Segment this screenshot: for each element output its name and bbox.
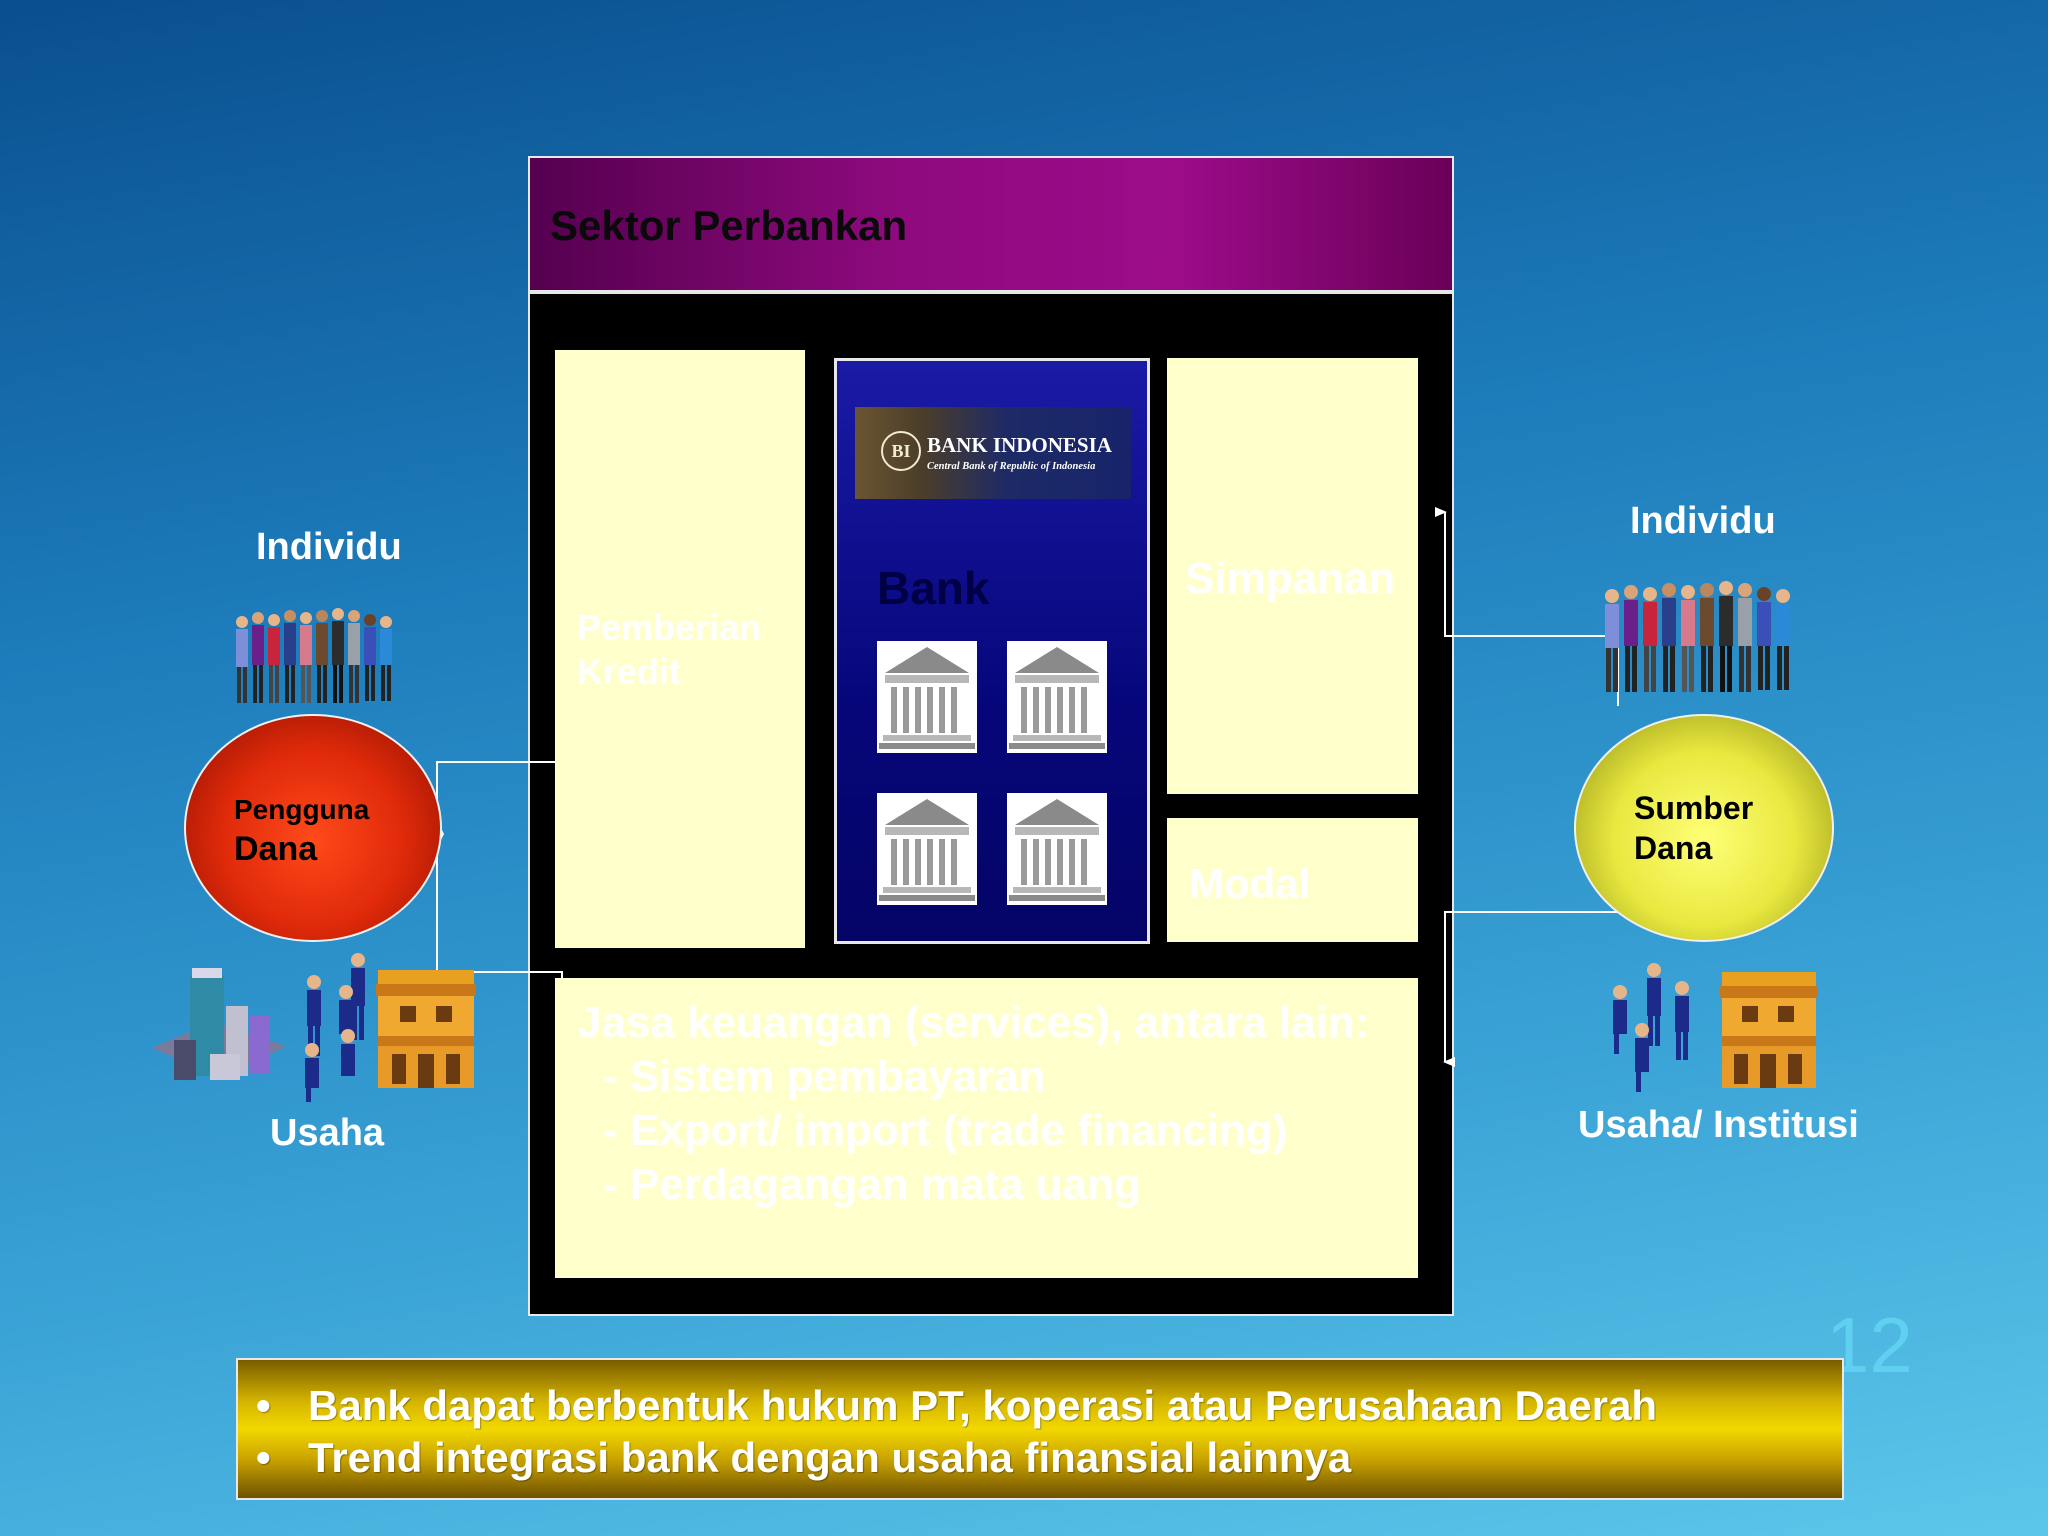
notes-box: • Bank dapat berbentuk hukum PT, koperasi… <box>236 1358 1844 1500</box>
sumber-dana-line2: Dana <box>1634 830 1713 866</box>
bank-building-icon <box>1007 793 1107 905</box>
connector-right-lower <box>1444 860 1619 1050</box>
pengguna-dana-line1: Pengguna <box>234 794 370 825</box>
simpanan-label: Simpanan <box>1185 554 1396 603</box>
header-title: Sektor Perbankan <box>550 202 908 249</box>
people-group-icon <box>232 604 396 713</box>
bank-indonesia-logo: BI BANK INDONESIA Central Bank of Republ… <box>855 407 1131 499</box>
bi-seal-text: BI <box>891 441 911 461</box>
left-individu-label: Individu <box>256 526 402 568</box>
connector-right-upper <box>1444 520 1619 706</box>
bank-box: BI BANK INDONESIA Central Bank of Republ… <box>834 358 1150 944</box>
pengguna-dana-line2: Dana <box>234 830 318 868</box>
bank-building-icon <box>877 793 977 905</box>
pemberian-kredit-label-line2: Kredit <box>577 651 682 692</box>
bank-building-icon <box>877 641 977 753</box>
jasa-item: - Perdagangan mata uang <box>603 1160 1141 1209</box>
note-text: Trend integrasi bank dengan usaha finans… <box>308 1434 1352 1481</box>
jasa-item: - Sistem pembayaran <box>603 1052 1046 1101</box>
right-individu-label: Individu <box>1630 500 1776 542</box>
simpanan-panel: Simpanan <box>1167 358 1418 794</box>
bi-logo-subtitle: Central Bank of Republic of Indonesia <box>927 461 1096 472</box>
pemberian-kredit-panel: Pemberian Kredit <box>555 350 805 948</box>
connector-left-upper <box>436 761 563 980</box>
pengguna-dana-oval: Pengguna Dana <box>184 714 442 942</box>
bank-label: Bank <box>877 562 990 614</box>
bank-building-icon <box>1007 641 1107 753</box>
business-group-icon <box>152 950 476 1109</box>
pemberian-kredit-label-line1: Pemberian <box>577 607 762 648</box>
jasa-keuangan-title: Jasa keuangan (services), antara lain: <box>577 998 1370 1047</box>
business-group-icon <box>1604 958 1818 1101</box>
left-usaha-label: Usaha <box>270 1112 385 1154</box>
people-group-icon <box>1600 576 1794 701</box>
right-usaha-institusi-label: Usaha/ Institusi <box>1578 1104 1859 1146</box>
note-item: • Bank dapat berbentuk hukum PT, koperasi… <box>256 1382 1657 1430</box>
jasa-keuangan-panel: Jasa keuangan (services), antara lain: -… <box>555 978 1418 1278</box>
header-bar: Sektor Perbankan <box>528 156 1454 292</box>
note-text: Bank dapat berbentuk hukum PT, koperasi … <box>308 1382 1658 1429</box>
modal-label: Modal <box>1189 860 1311 907</box>
sumber-dana-oval: Sumber Dana <box>1574 714 1834 942</box>
sumber-dana-line1: Sumber <box>1634 790 1754 826</box>
bi-logo-title: BANK INDONESIA <box>927 433 1112 457</box>
modal-panel: Modal <box>1167 818 1418 942</box>
bullet: • <box>256 1434 271 1481</box>
jasa-item: - Export/ import (trade financing) <box>603 1106 1288 1155</box>
bi-seal-icon: BI <box>881 431 921 471</box>
bullet: • <box>256 1382 271 1429</box>
note-item: • Trend integrasi bank dengan usaha finan… <box>256 1434 1351 1482</box>
